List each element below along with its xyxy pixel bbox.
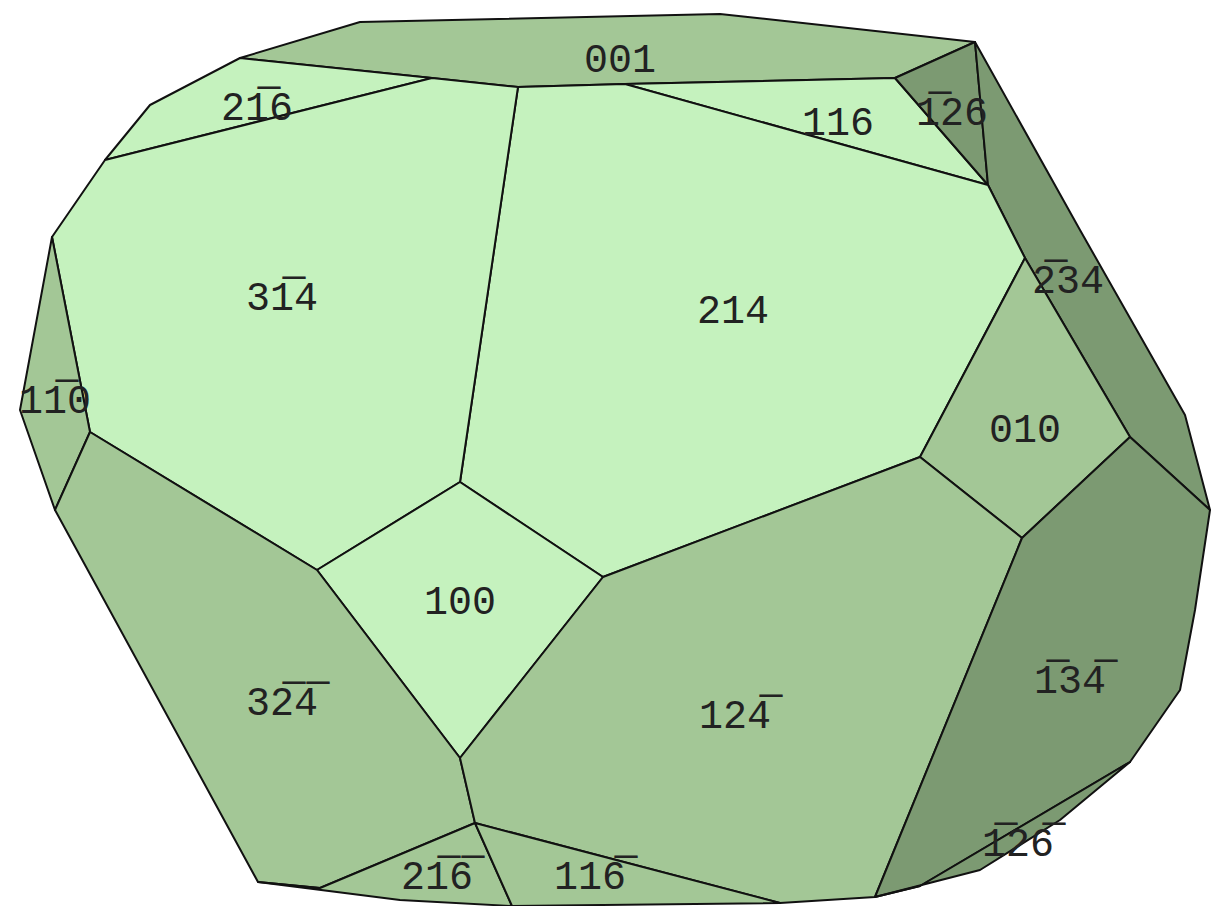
miller-index: 124̅ (699, 694, 771, 742)
crystal-face (55, 432, 475, 888)
miller-index: 1̅26 (916, 91, 988, 139)
miller-index: 21̅6̅ (401, 855, 473, 903)
miller-index: 2̅34 (1032, 259, 1104, 307)
crystal-face (258, 823, 512, 906)
miller-index: 100 (424, 580, 496, 628)
miller-index: 32̅4̅ (246, 681, 318, 729)
crystal-face (475, 823, 780, 906)
miller-index: 214 (697, 289, 769, 337)
miller-index: 1̅34̅ (1034, 659, 1106, 707)
miller-index: 21̅6 (221, 86, 293, 134)
miller-index: 116̅ (554, 855, 626, 903)
crystal-face (875, 437, 1210, 897)
miller-index: 11̅0 (19, 379, 91, 427)
miller-index: 31̅4 (246, 276, 318, 324)
miller-index: 1̅26̅ (982, 822, 1054, 870)
miller-index: 010 (989, 408, 1061, 456)
miller-index: 001 (584, 38, 656, 86)
miller-index: 116 (802, 101, 874, 149)
crystal-face (875, 762, 1130, 897)
